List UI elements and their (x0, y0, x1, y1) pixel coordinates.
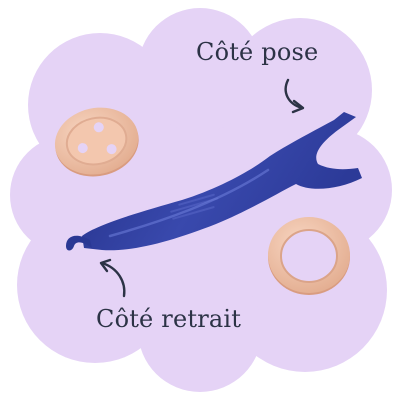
perforated-ring (54, 107, 139, 177)
plain-ring (268, 217, 350, 295)
insertion-side-label: Côté pose (196, 38, 319, 66)
inserter-tool (66, 112, 362, 251)
removal-side-label: Côté retrait (96, 305, 242, 333)
curved-arrow-icon (284, 78, 305, 114)
curved-arrow-icon (99, 258, 126, 298)
